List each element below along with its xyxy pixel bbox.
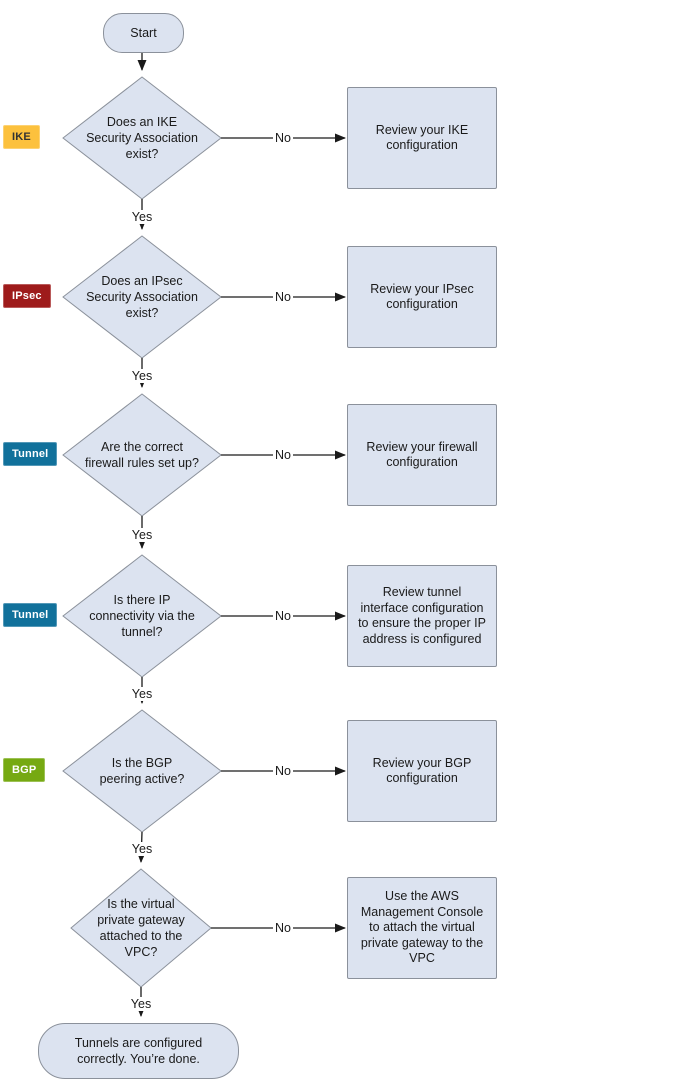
action-box-vgw: Use the AWS Management Console to attach… <box>347 877 497 979</box>
no-connectors <box>211 133 346 933</box>
question-ike: Does an IKE Security Association exist? <box>86 115 198 161</box>
yes-label-tunnel-ip: Yes <box>129 687 155 701</box>
yes-label-firewall: Yes <box>129 528 155 542</box>
question-bgp: Is the BGP peering active? <box>99 756 185 786</box>
tag-tunnel-firewall: Tunnel <box>3 442 58 466</box>
yes-label-ipsec: Yes <box>129 369 155 383</box>
yes-label-bgp: Yes <box>129 842 155 856</box>
tag-ike: IKE <box>3 125 40 149</box>
action-box-ike: Review your IKE configuration <box>347 87 497 189</box>
question-ipsec: Does an IPsec Security Association exist… <box>86 274 198 320</box>
yes-label-vgw: Yes <box>128 997 154 1011</box>
no-label-ipsec: No <box>273 290 293 304</box>
no-label-ike: No <box>273 131 293 145</box>
question-vgw: Is the virtual private gateway attached … <box>97 897 185 959</box>
end-node: Tunnels are configured correctly. You’re… <box>38 1023 239 1079</box>
start-node: Start <box>103 13 184 53</box>
question-firewall: Are the correct firewall rules set up? <box>85 440 199 470</box>
question-tunnel-ip: Is there IP connectivity via the tunnel? <box>89 593 195 639</box>
no-label-tunnel-ip: No <box>273 609 293 623</box>
no-label-firewall: No <box>273 448 293 462</box>
tag-bgp: BGP <box>3 758 46 782</box>
action-box-bgp: Review your BGP configuration <box>347 720 497 822</box>
no-label-vgw: No <box>273 921 293 935</box>
yes-label-ike: Yes <box>129 210 155 224</box>
tag-ipsec: IPsec <box>3 284 51 308</box>
action-box-tunnel-ip: Review tunnel interface configuration to… <box>347 565 497 667</box>
action-box-ipsec: Review your IPsec configuration <box>347 246 497 348</box>
no-label-bgp: No <box>273 764 293 778</box>
action-box-firewall: Review your firewall configuration <box>347 404 497 506</box>
tag-tunnel-ip: Tunnel <box>3 603 58 627</box>
